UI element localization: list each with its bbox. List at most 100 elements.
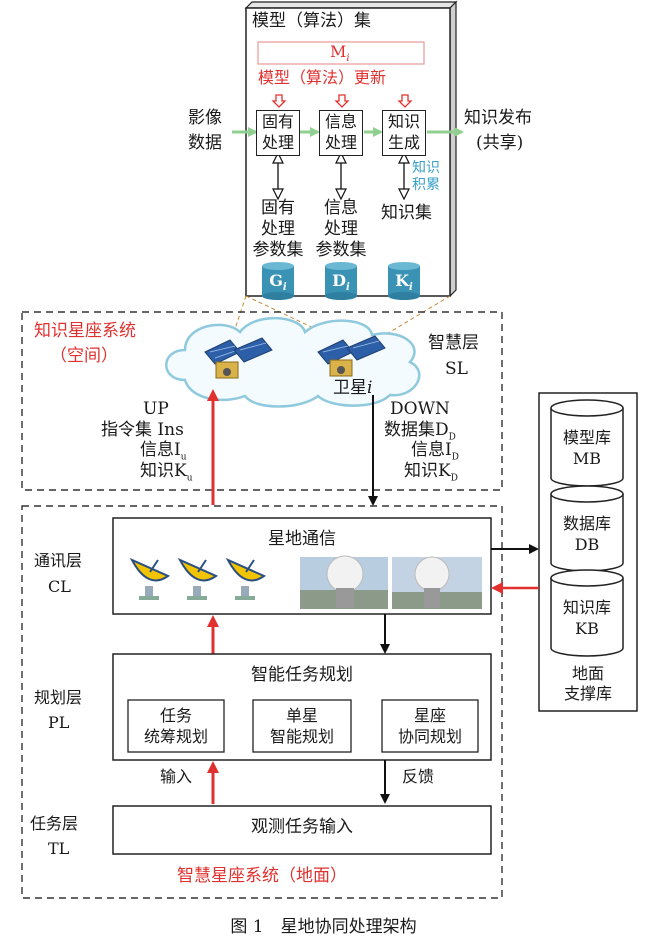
satellite-right [317,335,386,377]
ground-system-region [21,505,503,899]
plan-sub-box-3 [381,699,479,753]
radome-photo-left [300,555,388,609]
task-box-title: 观测任务输入 [251,817,353,837]
plan-layer-abbr: PL [48,713,70,732]
plan-sub-task-l2: 统筹规划 [143,727,208,746]
downlink-knowledge-sub: D [450,473,458,484]
support-region-label-l1: 地面 [571,664,604,683]
db-cylinder-g [262,262,294,300]
param-set-info-l2: 处理 [324,219,358,239]
comm-layer-abbr: CL [48,577,71,596]
uplink-info-text: 信息I [140,440,181,460]
comm-layer-label: 通讯层 [34,551,83,570]
dish-icon [225,557,267,600]
db-k-label: Ki [388,271,420,293]
uplink-knowledge-sub: u [186,473,193,484]
space-system-region [21,311,503,491]
proc-box-intrinsic-line2: 处理 [261,133,294,152]
support-lib-model: 模型库 MB [551,427,623,469]
plan-sub-single-l2: 智能规划 [269,727,334,746]
figure-caption: 图 1 星地协同处理架构 [230,917,417,937]
plan-sub-single-l1: 单星 [285,706,318,725]
support-lib-knowledge-l2: KB [575,619,599,638]
update-arrows [271,94,413,108]
downlink-knowledge-text: 知识K [404,461,451,481]
support-region-label-l2: 支撑库 [563,684,612,703]
proc-box-knowledge-line2: 生成 [387,133,420,152]
image-data-label-1: 影像 [188,108,222,128]
param-set-intrinsic-l2: 处理 [261,219,295,239]
satellite-label-text: 卫星 [333,378,367,398]
plan-sub-constellation-l2: 协同规划 [397,727,462,746]
downlink-info-text: 信息I [411,440,452,460]
knowledge-accum-label: 知识 积累 [412,160,440,194]
image-data-label-2: 数据 [188,133,222,153]
radome-photo-right [392,556,482,609]
task-box [112,805,492,855]
downlink-data-sub: D [448,432,456,443]
support-lib-data: 数据库 DB [551,513,623,555]
support-cylinders [550,399,624,657]
support-lib-model-l1: 模型库 [562,428,611,447]
plan-layer-label: 规划层 [34,688,83,707]
plan-sub-constellation: 星座 协同规划 [382,705,478,747]
db-k-letter: K [395,271,410,290]
support-lib-data-l2: DB [574,535,600,554]
plan-sub-constellation-l1: 星座 [413,706,446,725]
downlink-data-text: 数据集D [384,420,449,440]
mi-box [257,41,425,65]
feedback-label: 反馈 [402,767,435,786]
knowledge-accum-line1: 知识 [412,160,440,176]
plan-sub-single: 单星 智能规划 [253,705,351,747]
db-g-letter: G [269,271,283,290]
support-region-label: 地面 支撑库 [539,664,637,704]
model-update-label: 模型（算法）更新 [258,68,387,87]
plan-sub-task: 任务 统筹规划 [128,705,224,747]
satellite-label: 卫星i [333,378,373,399]
cloud-shape [165,316,421,408]
proc-box-info: 信息 处理 [319,110,363,156]
plan-sub-task-l1: 任务 [159,706,192,725]
db-k-sub: i [409,282,413,294]
param-set-info: 信息 处理 参数集 [315,198,367,261]
uplink-item-info: 信息Iu [140,440,187,463]
downlink-info-sub: D [451,452,459,463]
task-layer-abbr: TL [48,839,70,858]
param-set-intrinsic: 固有 处理 参数集 [252,198,304,261]
publish-label-2: (共享) [476,133,524,153]
publish-label-1: 知识发布 [464,108,532,128]
proc-box-info-line2: 处理 [324,133,357,152]
dish-icon [177,557,219,600]
support-lib-knowledge-l1: 知识库 [562,598,611,617]
proc-box-knowledge: 知识 生成 [382,110,426,156]
ground-system-title: 智慧星座系统（地面） [177,866,347,886]
uplink-knowledge-text: 知识K [140,461,187,481]
uplink-info-sub: u [180,452,187,463]
downlink-item-data: 数据集DD [384,420,456,443]
mi-subscript: i [346,53,350,65]
support-lib-data-l1: 数据库 [562,514,611,533]
model-set-title: 模型（算法）集 [252,11,371,31]
param-set-info-l1: 信息 [324,198,358,218]
downlink-item-knowledge: 知识KD [404,461,458,484]
support-lib-model-l2: MB [572,449,602,468]
mi-label: Mi [330,42,350,65]
knowledge-set-label: 知识集 [381,203,432,223]
db-d-label: Di [325,271,357,293]
db-d-letter: D [332,271,347,290]
space-system-title: 知识星座系统 [34,321,136,341]
satellite-label-sub: i [367,378,373,398]
mi-letter: M [330,42,347,61]
uplink-title: UP [143,399,169,419]
downlink-item-info: 信息ID [411,440,459,463]
param-set-intrinsic-l3: 参数集 [252,240,304,260]
comm-box-title: 星地通信 [268,529,336,549]
proc-box-knowledge-line1: 知识 [387,112,420,131]
antenna-dishes [129,557,267,600]
knowledge-accum-line2: 积累 [412,177,440,193]
smart-layer-label: 智慧层 [428,333,479,353]
uplink-item-knowledge: 知识Ku [140,461,193,484]
db-g-sub: i [282,282,287,294]
db-g-label: Gi [262,271,294,293]
downlink-title: DOWN [390,399,450,419]
